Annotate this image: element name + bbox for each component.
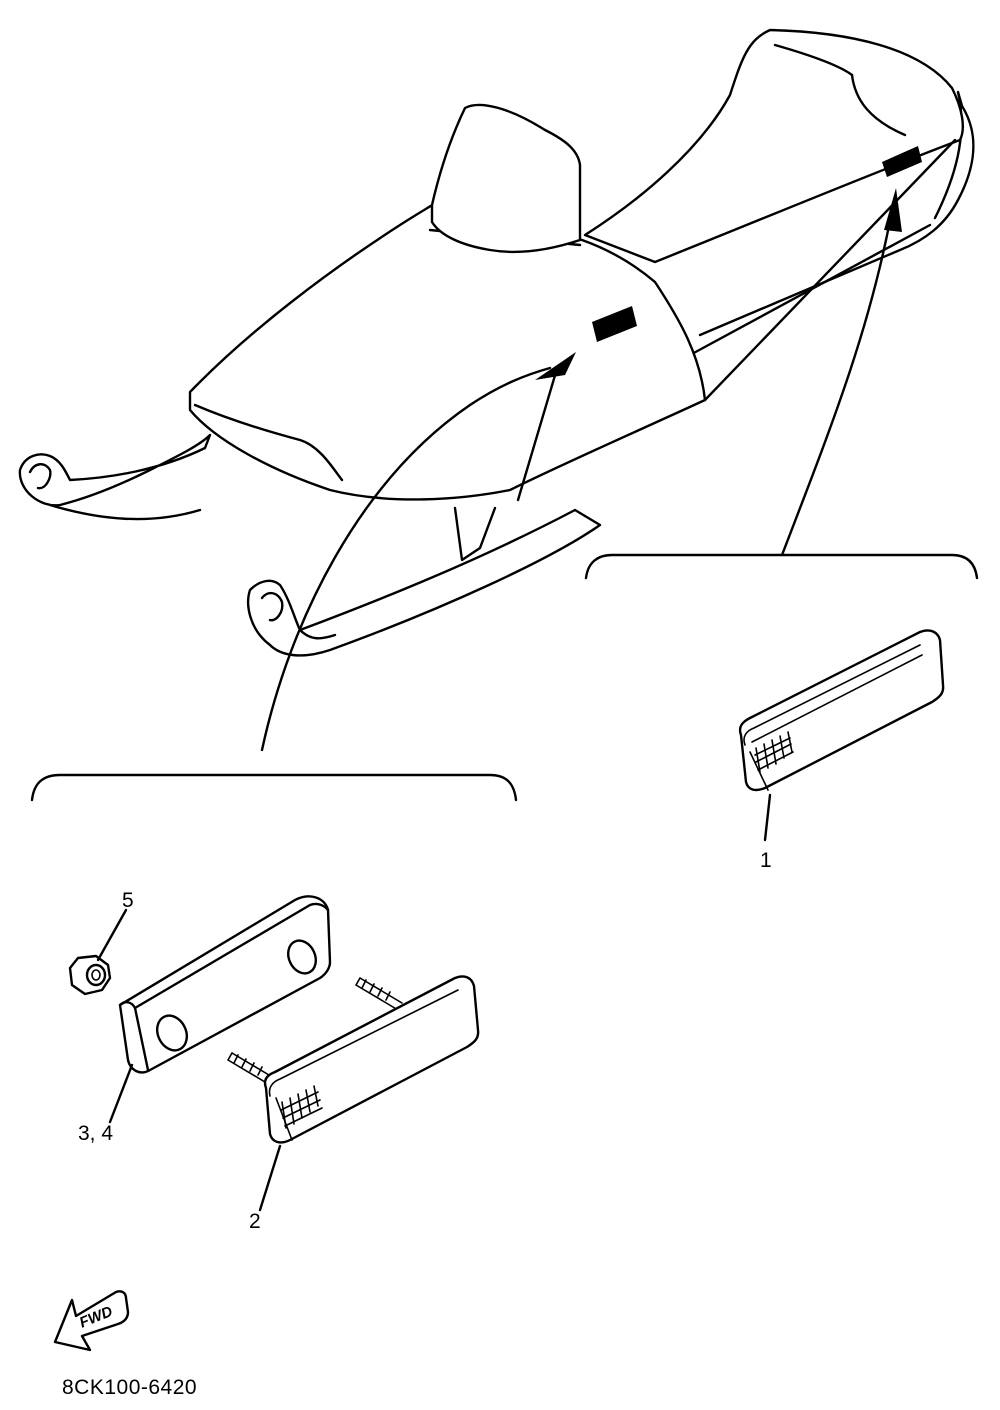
callout-label-2: 2: [249, 1210, 261, 1233]
reflector-part-1: [738, 629, 945, 792]
left-callout-bracket: [30, 773, 518, 802]
callout-leader-5: [96, 908, 128, 962]
rear-reflector-location-mark: [882, 146, 922, 177]
right-callout-bracket: [584, 553, 979, 580]
snowmobile-illustration: [18, 28, 975, 657]
callout-leader-1: [763, 793, 772, 842]
fwd-arrow-icon: FWD: [53, 1290, 130, 1352]
callout-leader-3-4: [108, 1063, 134, 1124]
diagram-code: 8CK100-6420: [62, 1376, 197, 1399]
callout-label-3-4: 3, 4: [78, 1122, 113, 1145]
callout-label-5: 5: [122, 889, 134, 912]
rear-reflector-leader: [780, 188, 902, 557]
front-reflector-location-mark: [592, 306, 637, 342]
callout-label-1: 1: [760, 849, 772, 872]
reflector-part-2: [227, 975, 480, 1144]
spacer-part-3-4: [118, 895, 332, 1074]
callout-leader-2: [258, 1144, 282, 1212]
front-reflector-leader: [260, 352, 576, 752]
nut-part-5: [68, 954, 112, 996]
